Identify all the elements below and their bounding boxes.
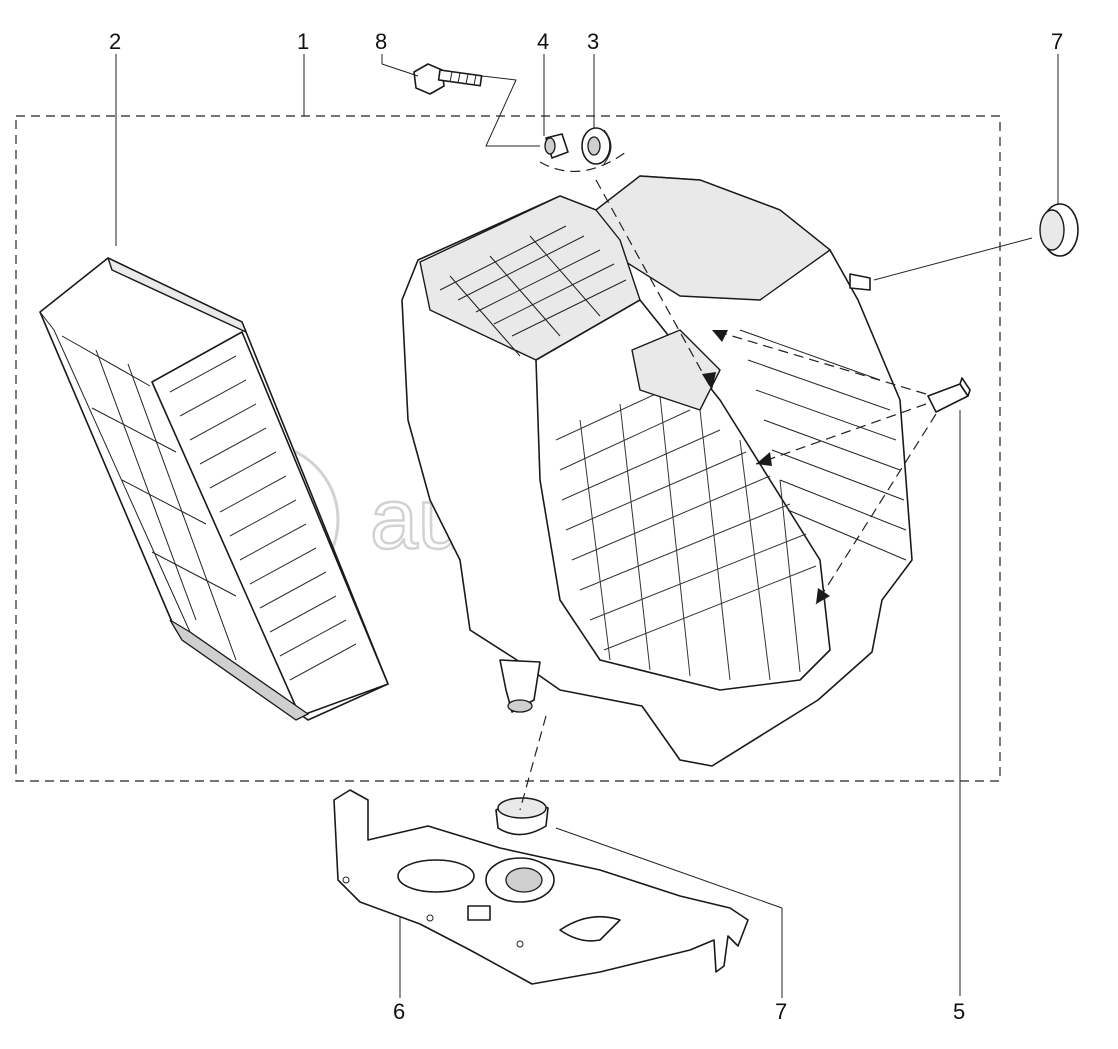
bolt-part-8 bbox=[413, 63, 483, 95]
grommet-part-7-top bbox=[1039, 203, 1079, 257]
callout-labels: 1 2 3 4 5 6 7 7 8 bbox=[109, 29, 1063, 1024]
air-filter-housing bbox=[401, 175, 913, 767]
callout-label-1: 1 bbox=[297, 29, 309, 54]
callout-label-2: 2 bbox=[109, 29, 121, 54]
bracket-part-6 bbox=[333, 789, 749, 985]
sleeve-part-4 bbox=[544, 133, 569, 159]
assembly-pointer-lines bbox=[519, 151, 937, 811]
clip-part-5 bbox=[927, 377, 971, 413]
filter-element-part-2 bbox=[39, 257, 389, 721]
callout-label-5: 5 bbox=[953, 999, 965, 1024]
grommet-part-7-bottom bbox=[495, 797, 549, 836]
arrowheads bbox=[702, 330, 830, 604]
callout-label-6: 6 bbox=[393, 999, 405, 1024]
callout-label-4: 4 bbox=[537, 29, 549, 54]
grommet-part-3 bbox=[581, 127, 612, 165]
callout-label-7-bottom: 7 bbox=[775, 999, 787, 1024]
callout-label-7-top: 7 bbox=[1051, 29, 1063, 54]
callout-label-8: 8 bbox=[375, 29, 387, 54]
callout-label-3: 3 bbox=[587, 29, 599, 54]
leader-lines bbox=[115, 54, 1059, 998]
